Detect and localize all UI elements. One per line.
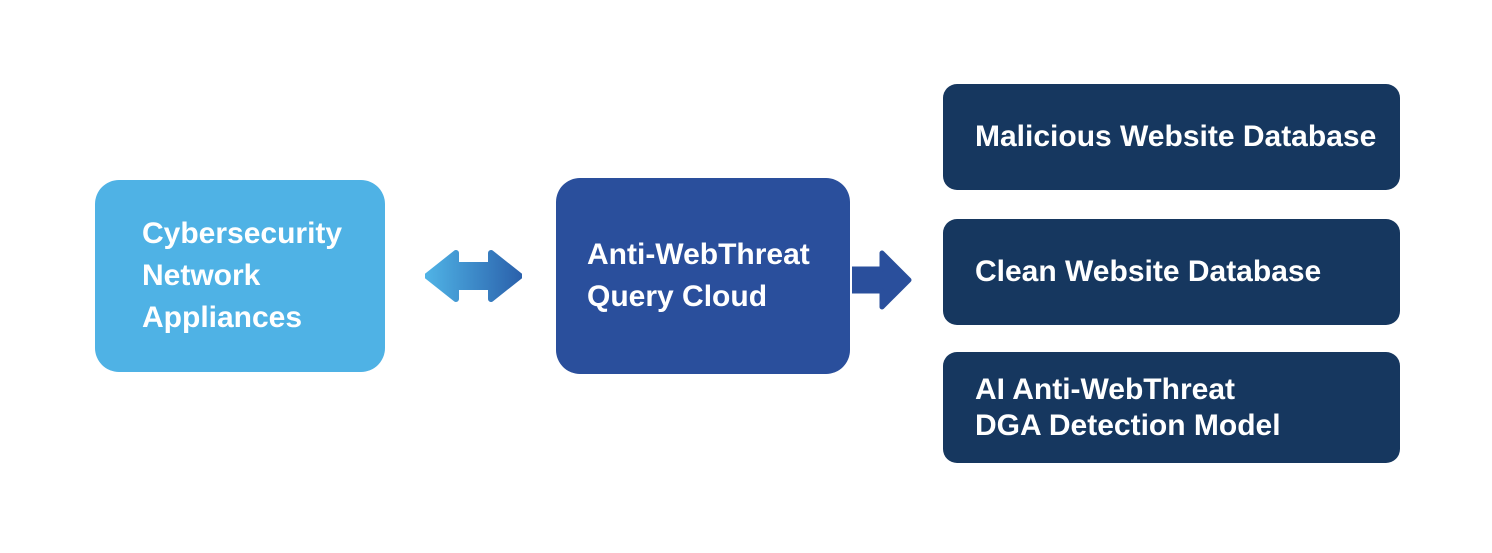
right-arrow-icon bbox=[852, 250, 912, 310]
node-malicious-website-database-label: Malicious Website Database bbox=[975, 120, 1377, 153]
node-dga-detection-model-label: AI Anti-WebThreat DGA Detection Model bbox=[975, 372, 1281, 442]
node-cybersecurity-appliances-label: Cybersecurity Network Appliances bbox=[142, 217, 343, 334]
bidirectional-arrow-icon bbox=[425, 250, 522, 302]
node-clean-website-database: Clean Website Database bbox=[943, 219, 1400, 325]
node-query-cloud: Anti-WebThreat Query Cloud bbox=[556, 178, 850, 374]
node-query-cloud-label: Anti-WebThreat Query Cloud bbox=[587, 238, 810, 313]
node-cybersecurity-appliances: Cybersecurity Network Appliances bbox=[95, 180, 385, 372]
node-clean-website-database-label: Clean Website Database bbox=[975, 255, 1322, 288]
node-malicious-website-database: Malicious Website Database bbox=[943, 84, 1400, 190]
node-dga-detection-model: AI Anti-WebThreat DGA Detection Model bbox=[943, 352, 1400, 463]
